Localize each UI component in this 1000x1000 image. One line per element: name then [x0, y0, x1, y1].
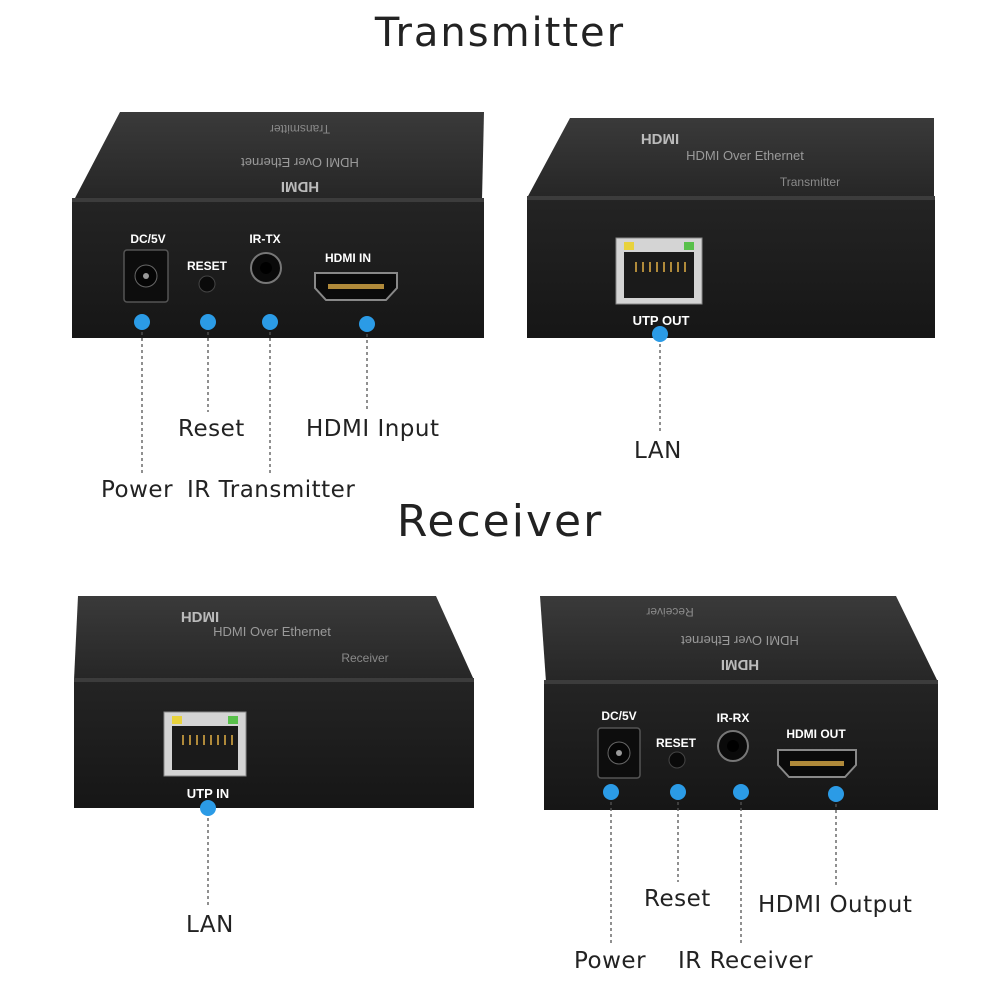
callout-dot — [200, 314, 216, 330]
rj45-opening — [624, 252, 694, 298]
callout-dot — [603, 784, 619, 800]
top-print: HDMI HDMI Over Ethernet Transmitter — [241, 122, 359, 195]
callout-power: Power — [574, 948, 647, 974]
callout-dot — [262, 314, 278, 330]
device-face — [527, 196, 935, 338]
device-edge — [544, 680, 938, 684]
dc-jack-pin — [616, 750, 622, 756]
transmitter-back-unit: HDMI HDMI Over Ethernet Transmitter UTP … — [527, 118, 935, 432]
device-top — [74, 596, 474, 680]
device-edge — [72, 198, 484, 202]
reset-button — [198, 275, 216, 293]
callout-reset: Reset — [644, 886, 711, 912]
port-label-hdmi: HDMI OUT — [786, 727, 846, 741]
top-text: HDMI Over Ethernet — [681, 633, 799, 648]
callout-dot — [200, 800, 216, 816]
top-text: HDMI Over Ethernet — [686, 148, 804, 163]
callout-hdmi-output: HDMI Output — [758, 892, 913, 918]
callout-lan-transmitter: LAN — [634, 438, 682, 464]
top-logo: HDMI — [281, 178, 319, 195]
device-top — [74, 112, 484, 200]
transmitter-front-unit: HDMI HDMI Over Ethernet Transmitter DC/5… — [72, 112, 484, 475]
callout-ir-receiver: IR Receiver — [678, 948, 814, 974]
device-top — [527, 118, 934, 198]
port-label-dc: DC/5V — [130, 232, 165, 246]
top-text: HDMI Over Ethernet — [213, 624, 331, 639]
callout-dot — [828, 786, 844, 802]
callout-reset: Reset — [178, 416, 245, 442]
hdmi-contacts — [790, 761, 844, 766]
port-label-ir: IR-RX — [717, 711, 750, 725]
port-label-hdmi: HDMI IN — [325, 251, 371, 265]
led-yellow — [624, 242, 634, 250]
top-model: Receiver — [646, 605, 693, 619]
port-label-utp: UTP IN — [187, 786, 229, 801]
hdmi-contacts — [328, 284, 384, 289]
led-yellow — [172, 716, 182, 724]
callout-power: Power — [101, 477, 174, 503]
callout-hdmi-input: HDMI Input — [306, 416, 440, 442]
leader-lines — [141, 332, 368, 475]
rj45-opening — [172, 726, 238, 770]
dc-jack-pin — [143, 273, 149, 279]
port-label-utp: UTP OUT — [633, 313, 690, 328]
receiver-title: Receiver — [396, 496, 604, 547]
device-edge — [74, 678, 474, 682]
callout-dot — [652, 326, 668, 342]
top-print: HDMI HDMI Over Ethernet Receiver — [646, 605, 799, 673]
led-green — [684, 242, 694, 250]
reset-button — [668, 751, 686, 769]
top-logo: HDMI — [721, 656, 759, 673]
callout-lan-receiver: LAN — [186, 912, 234, 938]
receiver-back-unit: HDMI HDMI Over Ethernet Receiver UTP IN — [74, 596, 474, 906]
leader-lines — [610, 802, 837, 944]
callout-dot — [670, 784, 686, 800]
top-text: HDMI Over Ethernet — [241, 155, 359, 170]
port-label-reset: RESET — [187, 259, 228, 273]
top-logo: HDMI — [181, 608, 219, 625]
callout-dot — [134, 314, 150, 330]
transmitter-title: Transmitter — [374, 10, 626, 56]
device-edge — [527, 196, 935, 200]
port-label-ir: IR-TX — [249, 232, 280, 246]
led-green — [228, 716, 238, 724]
port-label-dc: DC/5V — [601, 709, 636, 723]
rj45-pins — [182, 735, 233, 745]
top-model: Transmitter — [780, 175, 840, 189]
rj45-pins — [635, 262, 686, 272]
top-logo: HDMI — [641, 130, 679, 147]
receiver-front-unit: HDMI HDMI Over Ethernet Receiver DC/5V R… — [540, 596, 938, 944]
ir-jack-hole — [260, 262, 272, 274]
top-model: Receiver — [341, 651, 388, 665]
device-face — [74, 678, 474, 808]
callout-dot — [733, 784, 749, 800]
ir-jack-hole — [727, 740, 739, 752]
top-model: Transmitter — [270, 122, 330, 136]
device-top — [540, 596, 938, 682]
callout-dot — [359, 316, 375, 332]
port-label-reset: RESET — [656, 736, 697, 750]
callout-ir-transmitter: IR Transmitter — [187, 477, 356, 503]
